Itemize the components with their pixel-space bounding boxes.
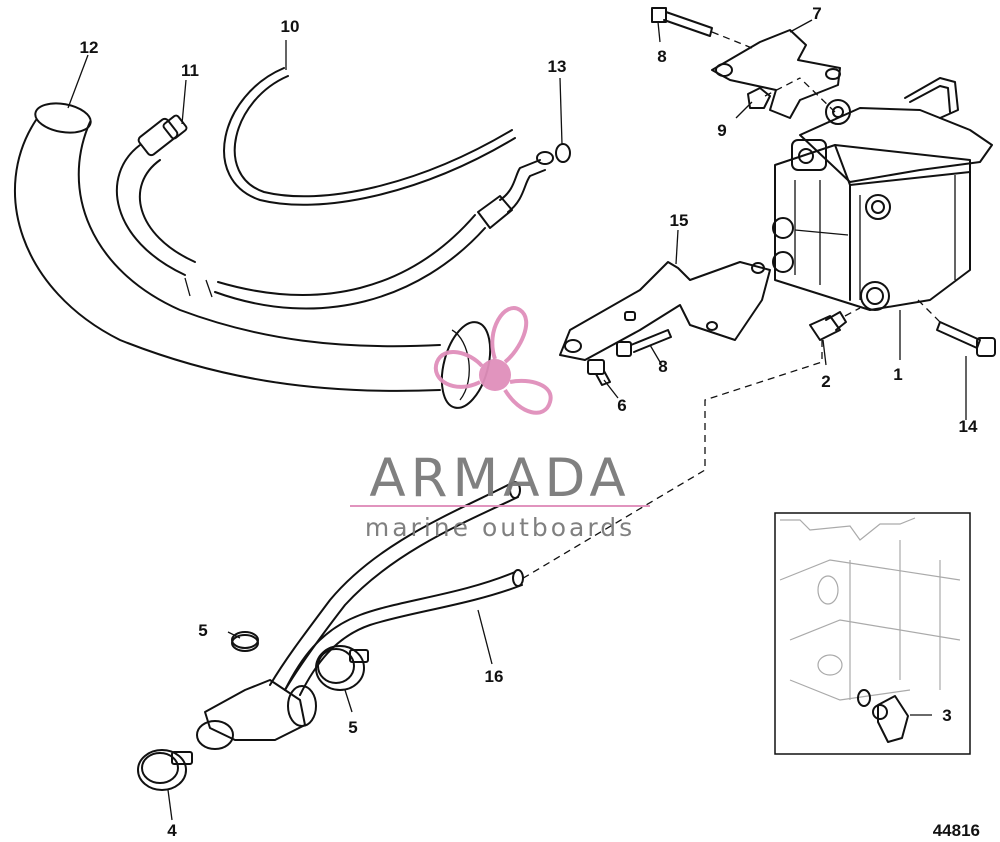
bolt-8-lower	[616, 329, 672, 357]
callout-6: 6	[617, 396, 626, 415]
nut-9	[747, 77, 801, 109]
bolt-6	[587, 359, 611, 386]
callout-16: 16	[485, 667, 504, 686]
callout-10: 10	[281, 17, 300, 36]
connection-line	[519, 340, 823, 581]
callout-15: 15	[670, 211, 689, 230]
bracket-15	[559, 261, 771, 361]
callout-8b: 8	[658, 357, 667, 376]
o-ring-13	[536, 143, 571, 165]
callout-13: 13	[548, 57, 567, 76]
callout-3: 3	[942, 706, 951, 725]
callout-12: 12	[80, 38, 99, 57]
watermark: ARMADA marine outboards	[350, 306, 650, 542]
callout-7: 7	[812, 4, 821, 23]
callout-1: 1	[893, 365, 902, 384]
clamp-5-small	[231, 631, 259, 652]
hose-12	[14, 102, 492, 409]
clamp-4	[137, 749, 193, 791]
watermark-brand: ARMADA	[369, 448, 630, 509]
hose-11	[115, 114, 546, 310]
callouts: 1 2 3 4 5 5 6 7 8 8 9 10 11 12 13 14 15 …	[80, 4, 978, 840]
callout-9: 9	[717, 121, 726, 140]
bracket-7	[711, 29, 841, 119]
callout-5b: 5	[348, 718, 357, 737]
tube-10	[223, 67, 516, 206]
inset-detail	[774, 512, 971, 755]
callout-4: 4	[167, 821, 177, 840]
callout-2: 2	[821, 372, 830, 391]
callout-14: 14	[959, 417, 978, 436]
callout-5a: 5	[198, 621, 207, 640]
fitting-2	[809, 307, 861, 341]
module-1	[772, 77, 993, 311]
bolt-8-top	[651, 7, 753, 49]
callout-11: 11	[181, 61, 199, 80]
callout-8a: 8	[657, 47, 666, 66]
leader-lines	[67, 19, 967, 821]
watermark-tagline: marine outboards	[365, 513, 635, 542]
clamp-5-large	[315, 645, 369, 691]
figure-number: 44816	[933, 821, 980, 840]
propeller-logo-icon	[433, 306, 553, 415]
bolt-14	[917, 299, 996, 357]
